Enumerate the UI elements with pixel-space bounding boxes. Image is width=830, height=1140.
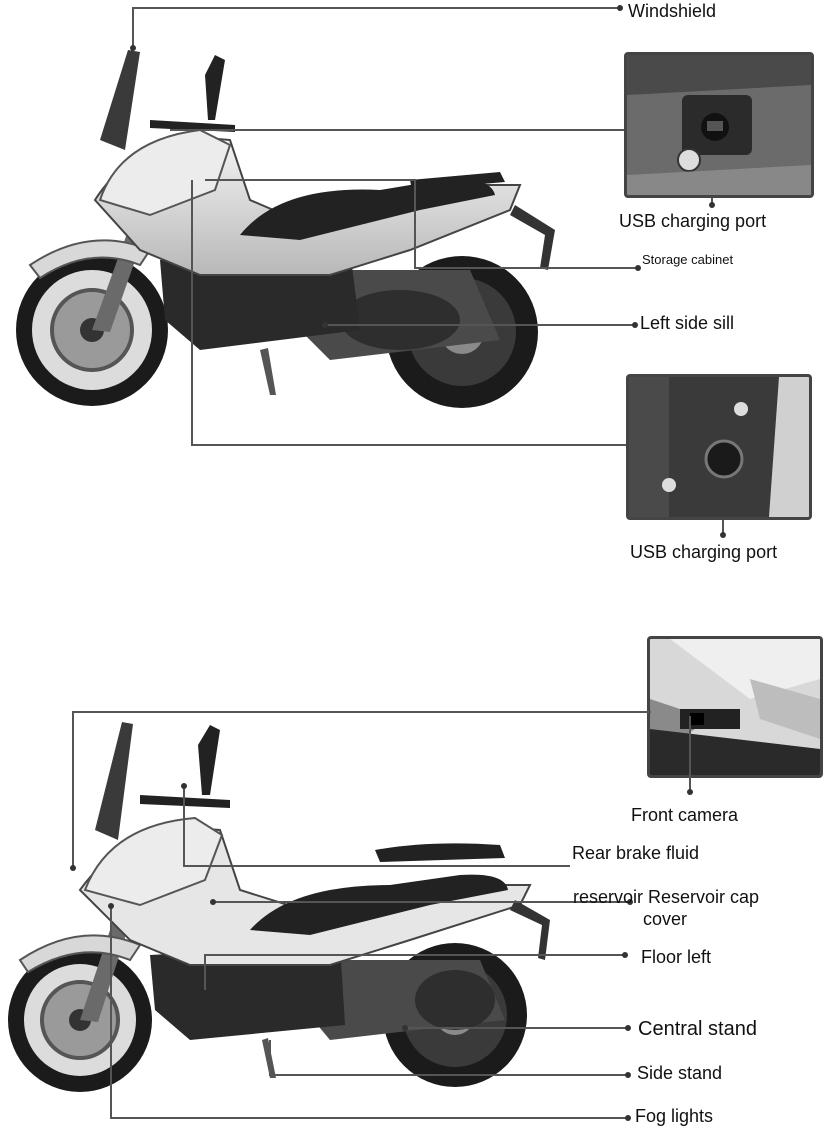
label-central-stand: Central stand: [638, 1018, 757, 1040]
leader-usb-2: [191, 180, 632, 446]
label-windshield: Windshield: [628, 1, 717, 21]
label-storage-cabinet: Storage cabinet: [642, 252, 734, 267]
front-camera-inset: [647, 636, 823, 778]
top-scooter-figure: [16, 5, 726, 538]
usb-port-inset-2: [626, 374, 812, 520]
leader-storage: [205, 179, 638, 269]
usb-port-inset-1: [624, 52, 814, 198]
bottom-scooter-illustration: [8, 722, 550, 1092]
label-reservoir-cap-line2: cover: [643, 909, 688, 929]
label-fog-lights: Fog lights: [635, 1106, 714, 1126]
label-front-camera: Front camera: [631, 805, 739, 825]
top-scooter-illustration: [16, 50, 555, 408]
label-side-stand: Side stand: [637, 1063, 723, 1083]
label-usb-charging-port-1: USB charging port: [619, 211, 767, 231]
label-usb-charging-port-2: USB charging port: [630, 542, 778, 562]
label-floor-left: Floor left: [641, 947, 712, 967]
label-rear-brake-fluid: Rear brake fluid: [572, 843, 700, 863]
top-leader-dots: [130, 5, 726, 538]
usb-port-inset-1-image: [627, 55, 811, 195]
label-left-side-sill: Left side sill: [640, 313, 735, 333]
front-camera-inset-image: [650, 639, 820, 775]
leader-windshield: [132, 7, 620, 48]
label-reservoir-cap-line1: reservoir Reservoir cap: [573, 887, 760, 907]
usb-port-inset-2-image: [629, 377, 809, 517]
